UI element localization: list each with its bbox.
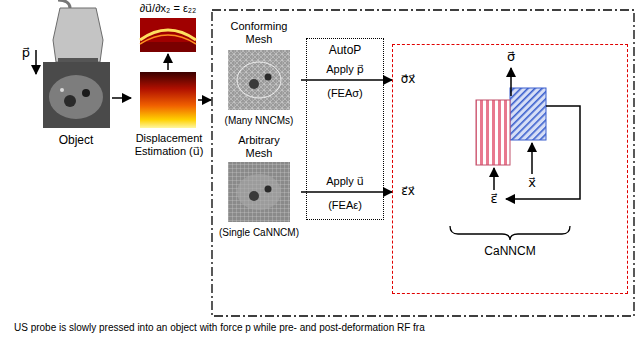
math-label: σ⃗ [507, 50, 515, 64]
node-heading: Arbitrary Mesh [224, 134, 294, 160]
framework-frame [212, 10, 634, 316]
cannncm-box: CaNNCM [392, 44, 628, 294]
flow-arrow [301, 79, 392, 81]
math-label: Apply p⃗ [326, 62, 364, 76]
flow-arrow [167, 54, 169, 70]
node-heading: Object [59, 134, 94, 147]
displacement-map [140, 72, 196, 128]
node-heading: AutoP [329, 44, 362, 57]
image-node: ∂u⃗/∂x₂ = ε₂₂ [126, 0, 210, 54]
math-label: ε⃗x⃗ [401, 184, 415, 198]
strain-map [140, 18, 196, 52]
node-heading: ∂u⃗/∂x₂ = ε₂₂ [140, 2, 197, 15]
node-caption: (Many NNCMs) [225, 114, 294, 127]
image-node: Object [40, 62, 112, 154]
mesh-node: Conforming Mesh (Many NNCMs) [217, 20, 301, 129]
flow-arrow [112, 97, 131, 99]
flow-arrow [198, 99, 211, 101]
object-phantom [43, 62, 110, 128]
math-label: p⃗ [22, 46, 30, 60]
math-label: (FEAσ) [327, 86, 363, 100]
math-label: ε⃗ [490, 192, 497, 206]
math-label: Apply u⃗ [326, 174, 364, 188]
arbitrary-mesh [228, 162, 290, 222]
node-heading: CaNNCM [484, 245, 535, 258]
node-caption: (Single CaNNCM) [219, 226, 299, 239]
force-arrow [35, 50, 37, 74]
figure-caption: US probe is slowly pressed into an objec… [14, 321, 425, 335]
conforming-mesh [228, 50, 290, 110]
math-label: x⃗ [528, 176, 536, 190]
node-heading: Displacement Estimation (u⃗) [133, 132, 205, 158]
mesh-node: Arbitrary Mesh (Single CaNNCM) [217, 134, 301, 241]
node-heading: Conforming Mesh [224, 20, 294, 46]
math-label: σ⃗x⃗ [401, 72, 416, 86]
flow-arrow [301, 191, 392, 193]
ultrasound-probe [53, 0, 103, 62]
network-blocks [450, 68, 580, 240]
image-node: Displacement Estimation (u⃗) [131, 70, 207, 174]
math-label: (FEAε) [328, 198, 362, 212]
